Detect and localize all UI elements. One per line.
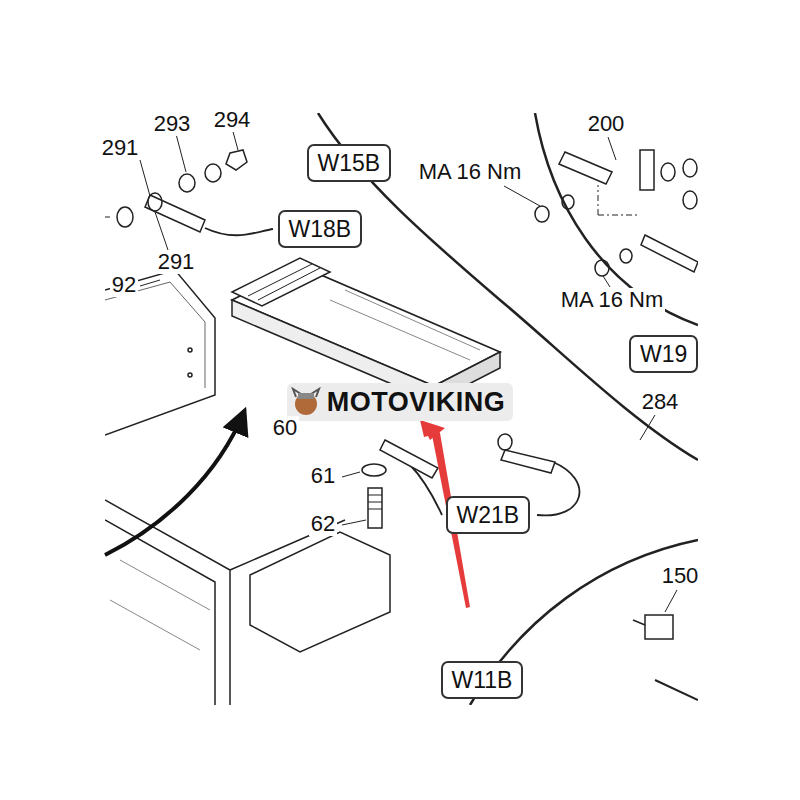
washer (620, 249, 632, 263)
callout-number: 62 (309, 512, 337, 536)
callout-text: 294 (214, 107, 251, 132)
callout-text: 291 (102, 135, 139, 160)
washer (535, 206, 549, 222)
callout-number: 284 (640, 390, 681, 414)
panel-hole (188, 348, 192, 352)
panel (105, 270, 215, 435)
wire-tag-box: W18B (278, 210, 363, 248)
callout-text: MA 16 Nm (419, 159, 522, 184)
wire-tag-box: W21B (446, 496, 531, 534)
washer (362, 464, 386, 476)
callout-text: 200 (588, 111, 625, 136)
panel-edge (105, 282, 205, 388)
callout-arrow (105, 412, 244, 555)
center-line (598, 185, 640, 215)
wire-tag-box: W19 (629, 335, 698, 373)
wire-tag: W19 (640, 340, 687, 368)
cable-w18b (205, 228, 273, 235)
callout-text: MA 16 Nm (561, 287, 664, 312)
callout-text: 92 (112, 272, 136, 297)
callout-text: 284 (642, 389, 679, 414)
wire-tag-box: W15B (307, 144, 392, 182)
wire-tag-box: W11B (441, 661, 524, 699)
washer (595, 260, 609, 276)
washer (661, 163, 675, 181)
wire-tag: W18B (289, 215, 352, 243)
ecu-pins (248, 264, 320, 300)
sensor (645, 615, 673, 639)
washer (498, 434, 512, 450)
cable-lug (641, 235, 698, 272)
watermark: MOTOVIKING (287, 383, 514, 421)
bolt-thread (368, 495, 382, 509)
cable-lug (501, 450, 555, 473)
ecu-ribs (330, 290, 480, 360)
callout-text: 291 (158, 249, 195, 274)
callout-number: 293 (152, 112, 193, 136)
cable-lug (380, 440, 438, 478)
red-arrowhead (420, 420, 445, 440)
bracket (640, 150, 654, 190)
washer (205, 164, 221, 182)
callout-text: 60 (273, 415, 297, 440)
tray (250, 532, 390, 652)
callout-text: 62 (311, 511, 335, 536)
callout-number: MA 16 Nm (559, 288, 666, 312)
callout-text: 150 (662, 563, 699, 588)
washer (179, 174, 195, 192)
leader-lines (105, 128, 677, 612)
bolt (368, 488, 382, 528)
callout-number: 291 (100, 136, 141, 160)
nut (226, 150, 247, 170)
sensor-pin (633, 620, 645, 625)
washer (562, 195, 574, 209)
cable-lug (655, 680, 698, 700)
callout-number: 60 (271, 416, 299, 440)
callout-number: 61 (309, 464, 337, 488)
ecu-connector (232, 258, 330, 306)
callout-number: 92 (110, 273, 138, 297)
cable-lug (145, 195, 205, 232)
cable-w19 (535, 113, 698, 325)
callout-number: 294 (212, 108, 253, 132)
frame-detail (110, 560, 210, 650)
wire-tag: W11B (452, 666, 513, 694)
panel-hole (188, 373, 192, 377)
washer (117, 207, 133, 227)
callout-text: 61 (311, 463, 335, 488)
wire-tag: W15B (318, 149, 381, 177)
callout-text: 293 (154, 111, 191, 136)
watermark-text: MOTOVIKING (327, 390, 506, 414)
cable-lug (559, 152, 612, 184)
callout-number: 150 (660, 564, 701, 588)
washer (683, 191, 697, 209)
callout-number: 291 (156, 250, 197, 274)
callout-number: 200 (586, 112, 627, 136)
callout-number: MA 16 Nm (417, 160, 524, 184)
logo-icon (291, 387, 321, 417)
washer (683, 159, 697, 177)
wire-tag: W21B (457, 501, 520, 529)
